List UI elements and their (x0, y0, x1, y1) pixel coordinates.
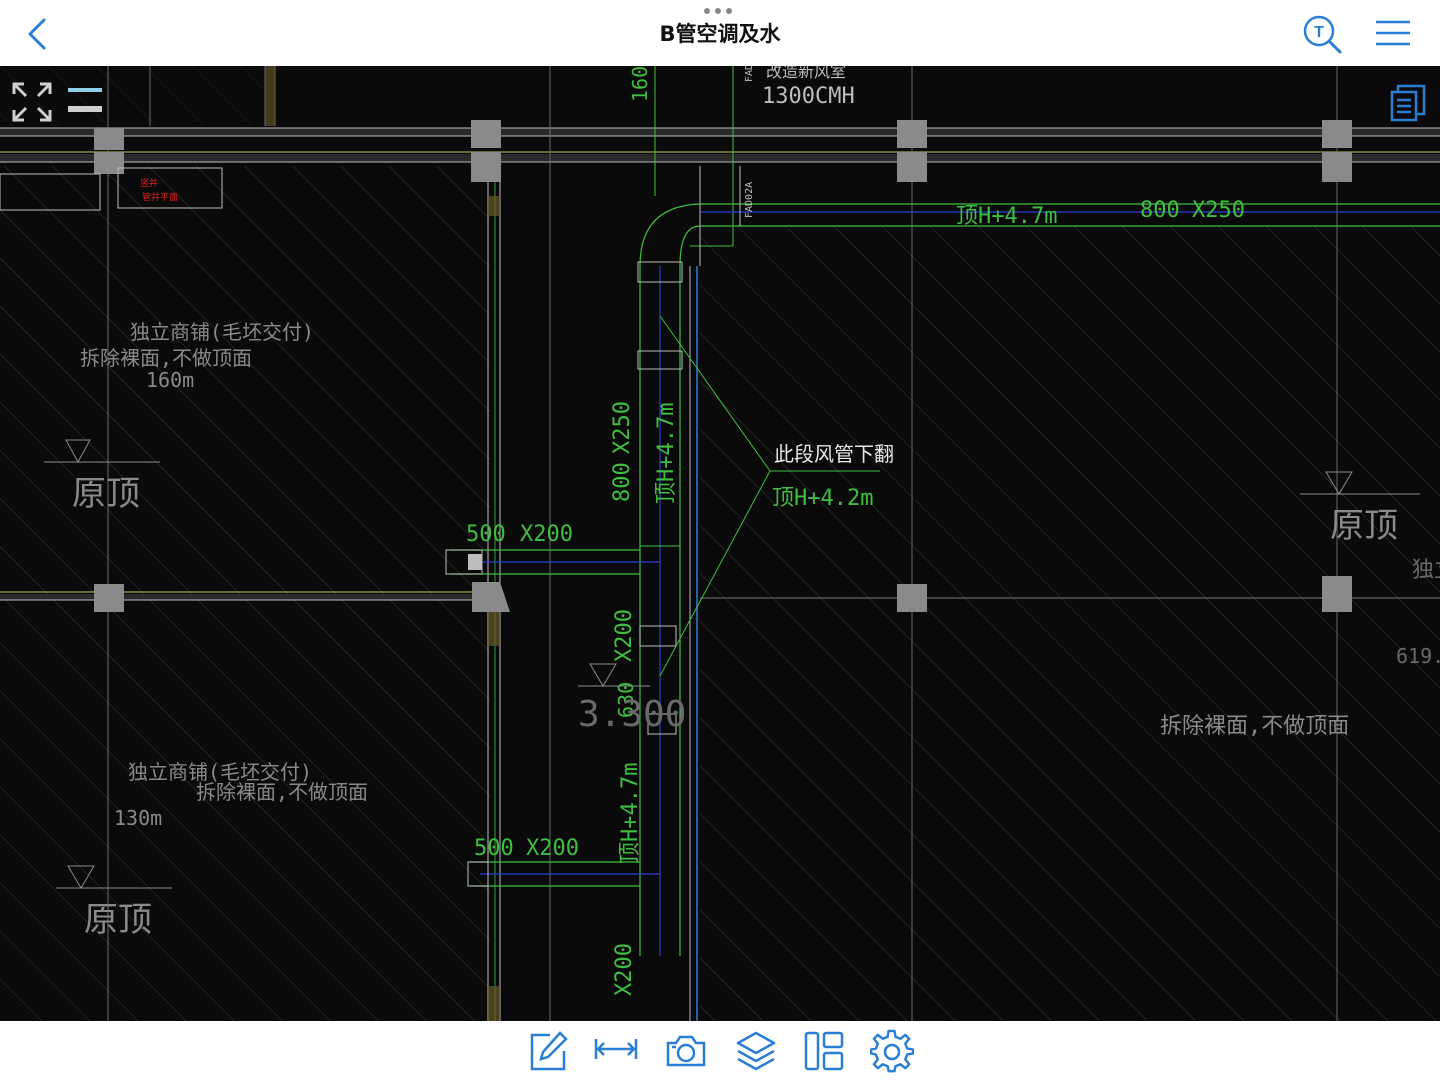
main-duct-height: X250 (1192, 198, 1245, 223)
drag-handle[interactable] (704, 8, 732, 14)
vertical-bottom-size: X200 (612, 943, 637, 996)
branch-duct-lower (467, 861, 660, 887)
branch-upper-width: 500 (466, 522, 506, 547)
measure-distance-icon (594, 1039, 638, 1059)
branch-lower-height: X200 (526, 836, 579, 861)
original-ceiling-lower-left: 原顶 (84, 900, 152, 940)
store-lower-note: 拆除裸面,不做顶面 (196, 780, 369, 804)
store-lower-title: 独立商铺(毛坯交付) (128, 760, 313, 784)
chevron-left-icon (28, 18, 46, 50)
layout-panels-icon (804, 1031, 844, 1071)
vertical-duct (637, 203, 701, 956)
hamburger-menu-icon (1376, 20, 1410, 46)
elevation-markers (44, 439, 1420, 889)
store-lower-area: 130m (114, 806, 163, 830)
main-duct-width: 800 (1140, 198, 1180, 223)
leader-lines (659, 315, 880, 677)
main-duct-elevation: 顶H+4.7m (956, 204, 1058, 229)
fresh-air-room-label: 改造新风室 (766, 66, 847, 81)
store-upper-area: 160m (146, 368, 195, 392)
fullscreen-button[interactable] (10, 80, 54, 124)
original-ceiling-right: 原顶 (1330, 506, 1398, 546)
text-search-button[interactable]: T (1300, 12, 1346, 56)
drawing-title: B管空调及水 (659, 22, 781, 46)
back-button[interactable] (18, 14, 58, 54)
cad-drawing (0, 66, 1440, 1021)
drawing-canvas[interactable]: 改造新风室 1300CMH FAD02A FAD02A 顶H+4.7m 800 … (0, 66, 1440, 1021)
middle-wall (0, 591, 1440, 601)
hatch-right (700, 226, 1440, 1021)
store-upper-note: 拆除裸面,不做顶面 (80, 346, 253, 370)
menu-button[interactable] (1372, 14, 1414, 54)
bottom-toolbar (0, 1021, 1440, 1080)
settings-button[interactable] (869, 1029, 915, 1073)
expand-arrows-icon (12, 82, 52, 122)
branch-duct-upper (445, 549, 660, 575)
airflow-label: 1300CMH (762, 84, 855, 109)
split-view-icon (68, 88, 102, 112)
vertical-lower-height: X200 (612, 609, 637, 662)
fad-tag-2: FAD02A (744, 181, 755, 218)
layers-button[interactable] (734, 1029, 778, 1073)
split-view-button[interactable] (64, 82, 106, 116)
structural-columns (94, 120, 1352, 612)
upper-wall (0, 127, 1440, 163)
hatch-left (0, 166, 490, 1021)
vertical-duct-elevation: 顶H+4.7m (654, 402, 679, 504)
vertical-lower-elevation: 顶H+4.7m (618, 762, 643, 864)
duct-drop-note: 此段风管下翻 (774, 442, 894, 466)
top-bar: B管空调及水 T (0, 0, 1440, 66)
shaft-box (117, 167, 223, 209)
settings-gear-icon (869, 1029, 915, 1073)
measure-button[interactable] (594, 1029, 638, 1073)
store-upper-title: 独立商铺(毛坯交付) (130, 320, 315, 344)
level-mark: 3.300 (578, 694, 687, 735)
sheets-button[interactable] (1386, 80, 1430, 124)
sheets-stack-icon (1390, 84, 1426, 122)
edit-pencil-icon (530, 1031, 568, 1071)
vertical-duct-width: 800 (610, 462, 635, 502)
duct-drop-elevation: 顶H+4.2m (772, 486, 874, 511)
right-edge-number: 619.5 (1396, 644, 1440, 668)
main-duct (699, 166, 1440, 266)
camera-icon (666, 1035, 706, 1067)
branch-lower-width: 500 (474, 836, 514, 861)
shaft-label: 竖井 (140, 179, 159, 189)
camera-button[interactable] (664, 1029, 708, 1073)
branch-upper-height: X200 (520, 522, 573, 547)
original-ceiling-upper-left: 原顶 (72, 474, 140, 514)
layers-icon (736, 1031, 776, 1071)
shaft-plan-label: 管井平面 (142, 193, 179, 203)
right-edge-text: 独立 (1412, 558, 1440, 583)
layout-button[interactable] (802, 1029, 846, 1073)
annotate-button[interactable] (526, 1029, 570, 1073)
right-ceiling-note: 拆除裸面,不做顶面 (1160, 714, 1350, 739)
svg-text:T: T (1314, 24, 1324, 41)
vertical-duct-height: X250 (610, 401, 635, 454)
text-search-icon: T (1303, 15, 1342, 54)
fad-tag-1: FAD02A (744, 66, 755, 82)
